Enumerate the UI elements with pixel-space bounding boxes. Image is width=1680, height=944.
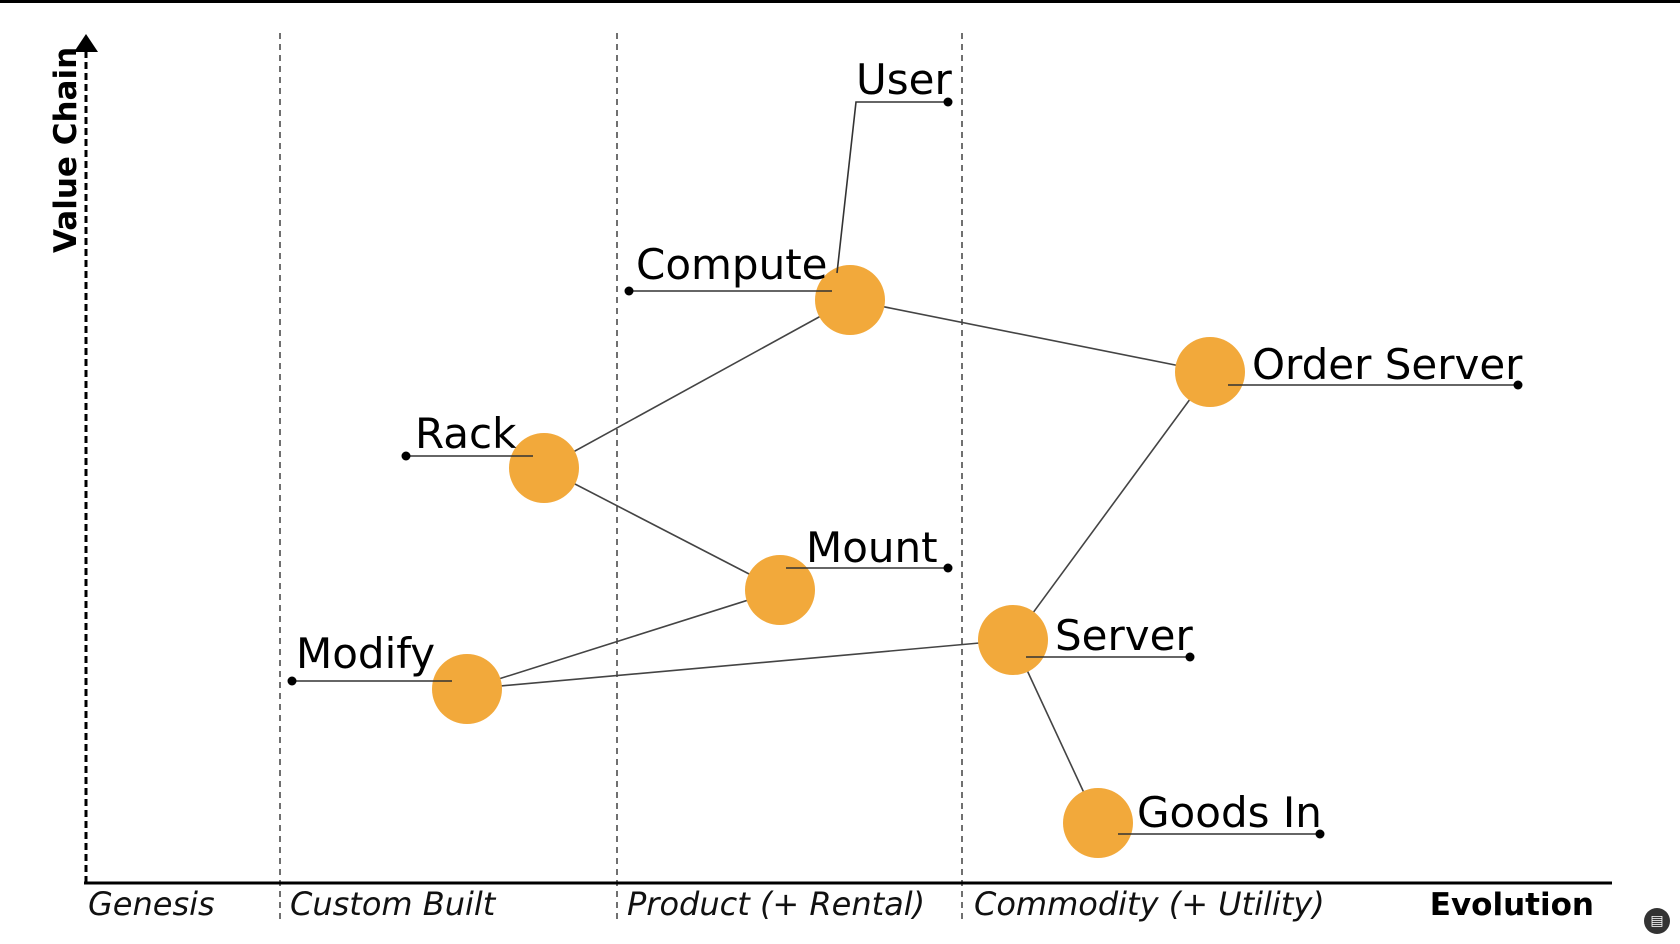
leader-dot-order-server	[1513, 380, 1523, 390]
node-compute[interactable]	[815, 265, 885, 335]
phase-label-custom: Custom Built	[290, 885, 497, 923]
node-label-user: User	[856, 55, 952, 104]
leader-dot-modify	[287, 676, 297, 686]
node-goods-in[interactable]	[1063, 788, 1133, 858]
node-label-rack: Rack	[415, 409, 517, 458]
node-label-order-server: Order Server	[1252, 340, 1523, 389]
link-compute-order-server	[849, 299, 1211, 373]
phase-label-product: Product (+ Rental)	[627, 885, 925, 923]
leader-user	[836, 101, 948, 274]
node-mount[interactable]	[745, 555, 815, 625]
node-label-modify: Modify	[296, 629, 435, 678]
node-label-goods-in: Goods In	[1137, 788, 1322, 837]
link-compute-rack	[543, 299, 851, 469]
link-rack-mount	[543, 467, 781, 591]
node-rack[interactable]	[509, 433, 579, 503]
leader-dot-rack	[401, 451, 411, 461]
x-axis-title: Evolution	[1430, 887, 1594, 923]
node-server[interactable]	[978, 605, 1048, 675]
node-order-server[interactable]	[1175, 337, 1245, 407]
node-label-mount: Mount	[806, 523, 938, 572]
leader-dot-server	[1185, 652, 1195, 662]
link-modify-server	[466, 639, 1014, 690]
leader-dot-mount	[943, 563, 953, 573]
y-axis-arrow-icon	[74, 34, 98, 52]
label-leaders	[287, 97, 1523, 839]
caption-icon[interactable]: ▤	[1644, 908, 1670, 934]
leader-dot-compute	[624, 286, 634, 296]
y-axis-title: Value Chain	[48, 47, 84, 253]
leader-dot-user	[943, 97, 953, 107]
node-modify[interactable]	[432, 654, 502, 724]
leader-dot-goods-in	[1315, 829, 1325, 839]
link-mount-modify	[466, 589, 781, 690]
phase-label-genesis: Genesis	[88, 885, 215, 923]
link-server-order-server	[1012, 371, 1211, 641]
map-canvas: Value Chain Evolution Genesis Custom Bui…	[48, 33, 1612, 923]
component-nodes	[432, 265, 1245, 858]
node-label-compute: Compute	[636, 240, 828, 289]
node-label-server: Server	[1055, 611, 1193, 660]
phase-label-commodity: Commodity (+ Utility)	[974, 885, 1325, 923]
